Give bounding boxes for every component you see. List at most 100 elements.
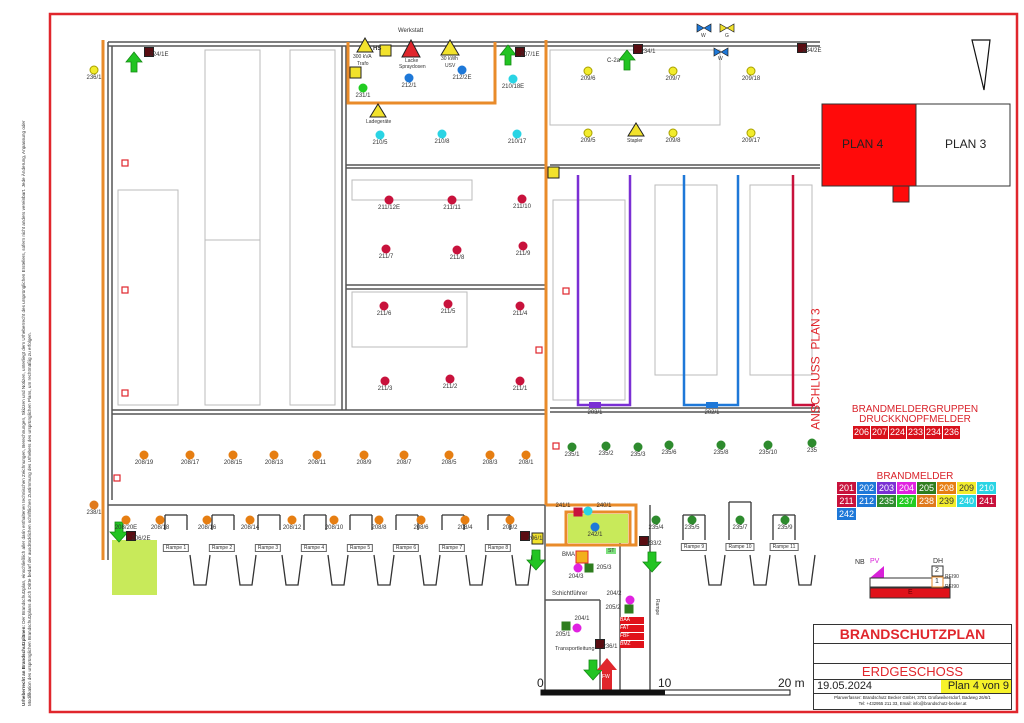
ramp-label: Rampe 8 [484,544,512,552]
fire-panel-group: BAA FAT FBF BMZ [620,617,644,648]
hs-label: HS [373,46,382,52]
group-cell: 234 [925,426,942,439]
detector-211 [517,194,527,204]
room-label-transportleitung: Transportleitung [555,646,595,652]
detector-208 [485,450,495,460]
detector-235 [763,440,773,450]
scale-0: 0 [537,676,544,690]
detector-label: 211/8 [449,255,465,261]
detector-label: 209/7 [665,76,681,82]
ramp-label: Rampe 4 [300,544,328,552]
detector-208 [245,515,255,525]
room-label-schichtfuehrer: Schichtführer [552,591,588,597]
detector-236 [595,639,605,649]
escape-routes [101,40,638,560]
detector-209 [746,128,756,138]
detector-label: 208/3 [482,460,498,466]
detector-label: 235/7 [732,525,748,531]
detector-label: 208/6 [413,525,429,531]
detector-label: 205/2 [605,605,621,611]
detector-label: 209/6 [580,76,596,82]
detector-label: 212/1 [401,83,417,89]
detector-211 [379,301,389,311]
detector-label: 208/20E [114,525,138,531]
ramp-label: Rampe 3 [254,544,282,552]
detector-212 [404,73,414,83]
usv-kwh-label: 30 kWh [441,56,458,62]
rei-label-2: REI90 [945,574,959,580]
detector-235 [780,515,790,525]
detector-211 [380,376,390,386]
water-valve-label-2: W [718,56,723,62]
detector-234 [633,44,643,54]
detector-208 [460,515,470,525]
detector-label: 208/1 [518,460,534,466]
detector-label: 240/1 [596,503,612,509]
group-cell: 206 [853,426,870,439]
detector-label: 235/10 [758,450,778,456]
stair-sign: ST [606,548,617,554]
sirens [113,159,570,482]
detector-210 [375,130,385,140]
overview-plan4[interactable]: PLAN 4 [842,137,884,151]
detector-legend-cell: 209 [957,482,976,494]
staircase-west [112,540,157,595]
detector-label: 208/11 [308,460,326,466]
detector-206 [126,531,136,541]
detector-label: 209/5 [580,138,596,144]
detector-label: 238/1 [86,510,102,516]
detector-label: 211/3 [377,386,393,392]
fire-brigade-entry-arrow [597,658,617,690]
detector-label: 205/1 [555,632,571,638]
detector-212 [457,65,467,75]
detector-label: 242/1 [587,532,603,538]
detector-208 [399,450,409,460]
floor2-label: 2 [935,567,939,574]
detector-208 [155,515,165,525]
detector-211 [447,195,457,205]
contact: Tel: +432955 211 33, Email: info@brandsc… [858,701,967,706]
valves [696,23,735,57]
detector-208 [416,515,426,525]
detector-label: 211/10 [513,204,531,210]
detector-label: 204/3 [568,574,584,580]
detector-label: 211/12E [378,205,400,211]
detector-label: 208/14 [240,525,260,531]
detector-208 [359,450,369,460]
detector-205 [584,563,594,573]
detector-209 [668,66,678,76]
floor1-label: 1 [935,578,939,585]
detector-legend-cell: 201 [837,482,856,494]
detector-207 [515,47,525,57]
spraydosen-label: Spraydosen [399,64,426,70]
detector-label: 203/1 [587,410,603,416]
panel-bmz: BMZ [620,641,644,648]
detector-legend-cell: 204 [897,482,916,494]
detector-235 [664,440,674,450]
north-arrow [971,39,991,91]
ramp-label: Rampe 6 [392,544,420,552]
floor-title: ERDGESCHOSS [814,663,1011,679]
overview-plan3[interactable]: PLAN 3 [945,137,987,151]
detector-label: 208/17 [180,460,200,466]
detector-label: 208/13 [264,460,284,466]
detector-label: 210/18E [501,84,525,90]
detector-203 [589,402,601,408]
detector-235 [567,442,577,452]
detector-label: 224/1E [149,52,169,58]
detector-label: 209/8 [665,138,681,144]
detector-224 [144,47,154,57]
detector-label: 211/7 [378,254,394,260]
detector-label: 233/2 [646,541,662,547]
detector-209 [746,66,756,76]
detector-label: 208/10 [324,525,344,531]
detector-label: 208/18 [150,525,170,531]
detector-204 [572,623,582,633]
scale-20: 20 m [778,676,805,690]
ramp-label: Rampe 10 [725,543,755,551]
detector-label: 210/5 [372,140,388,146]
detector-label: 211/6 [376,311,392,317]
detector-legend-cell: 211 [837,495,856,507]
detector-204 [573,563,583,573]
